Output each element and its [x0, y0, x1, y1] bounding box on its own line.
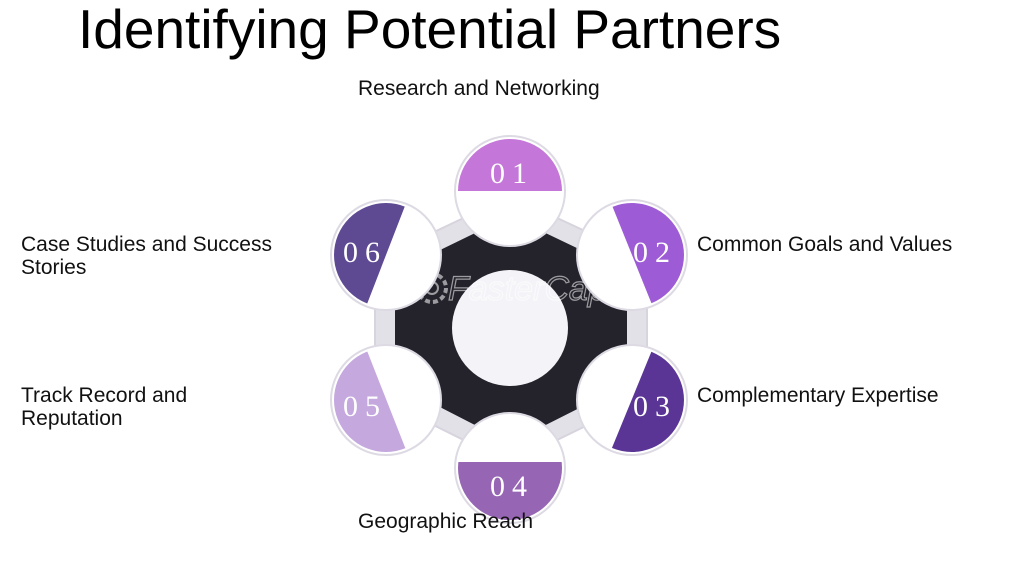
- step-circle-03: 03: [576, 344, 688, 456]
- step-label-geographic-reach: Geographic Reach: [358, 510, 534, 533]
- gear-hub: [452, 270, 568, 386]
- step-number-06: 06: [343, 236, 387, 269]
- step-circle-01: 01: [454, 135, 566, 247]
- step-label-common-goals: Common Goals and Values: [697, 233, 953, 256]
- step-circle-06: 06: [330, 199, 442, 311]
- step-circle-05: 05: [330, 344, 442, 456]
- step-number-02: 02: [633, 236, 677, 269]
- step-circle-02: 02: [576, 199, 688, 311]
- step-number-03: 03: [633, 390, 677, 423]
- step-label-case-studies: Case Studies and Success Stories: [21, 233, 272, 279]
- page-title: Identifying Potential Partners: [78, 0, 782, 60]
- step-label-complementary-expertise: Complementary Expertise: [697, 384, 939, 407]
- step-circle-04: 04: [454, 412, 566, 524]
- step-number-04: 04: [490, 470, 534, 503]
- step-number-01: 01: [490, 157, 534, 190]
- step-number-05: 05: [343, 390, 387, 423]
- step-label-research-networking: Research and Networking: [358, 77, 600, 100]
- step-label-track-record: Track Record and Reputation: [21, 384, 188, 430]
